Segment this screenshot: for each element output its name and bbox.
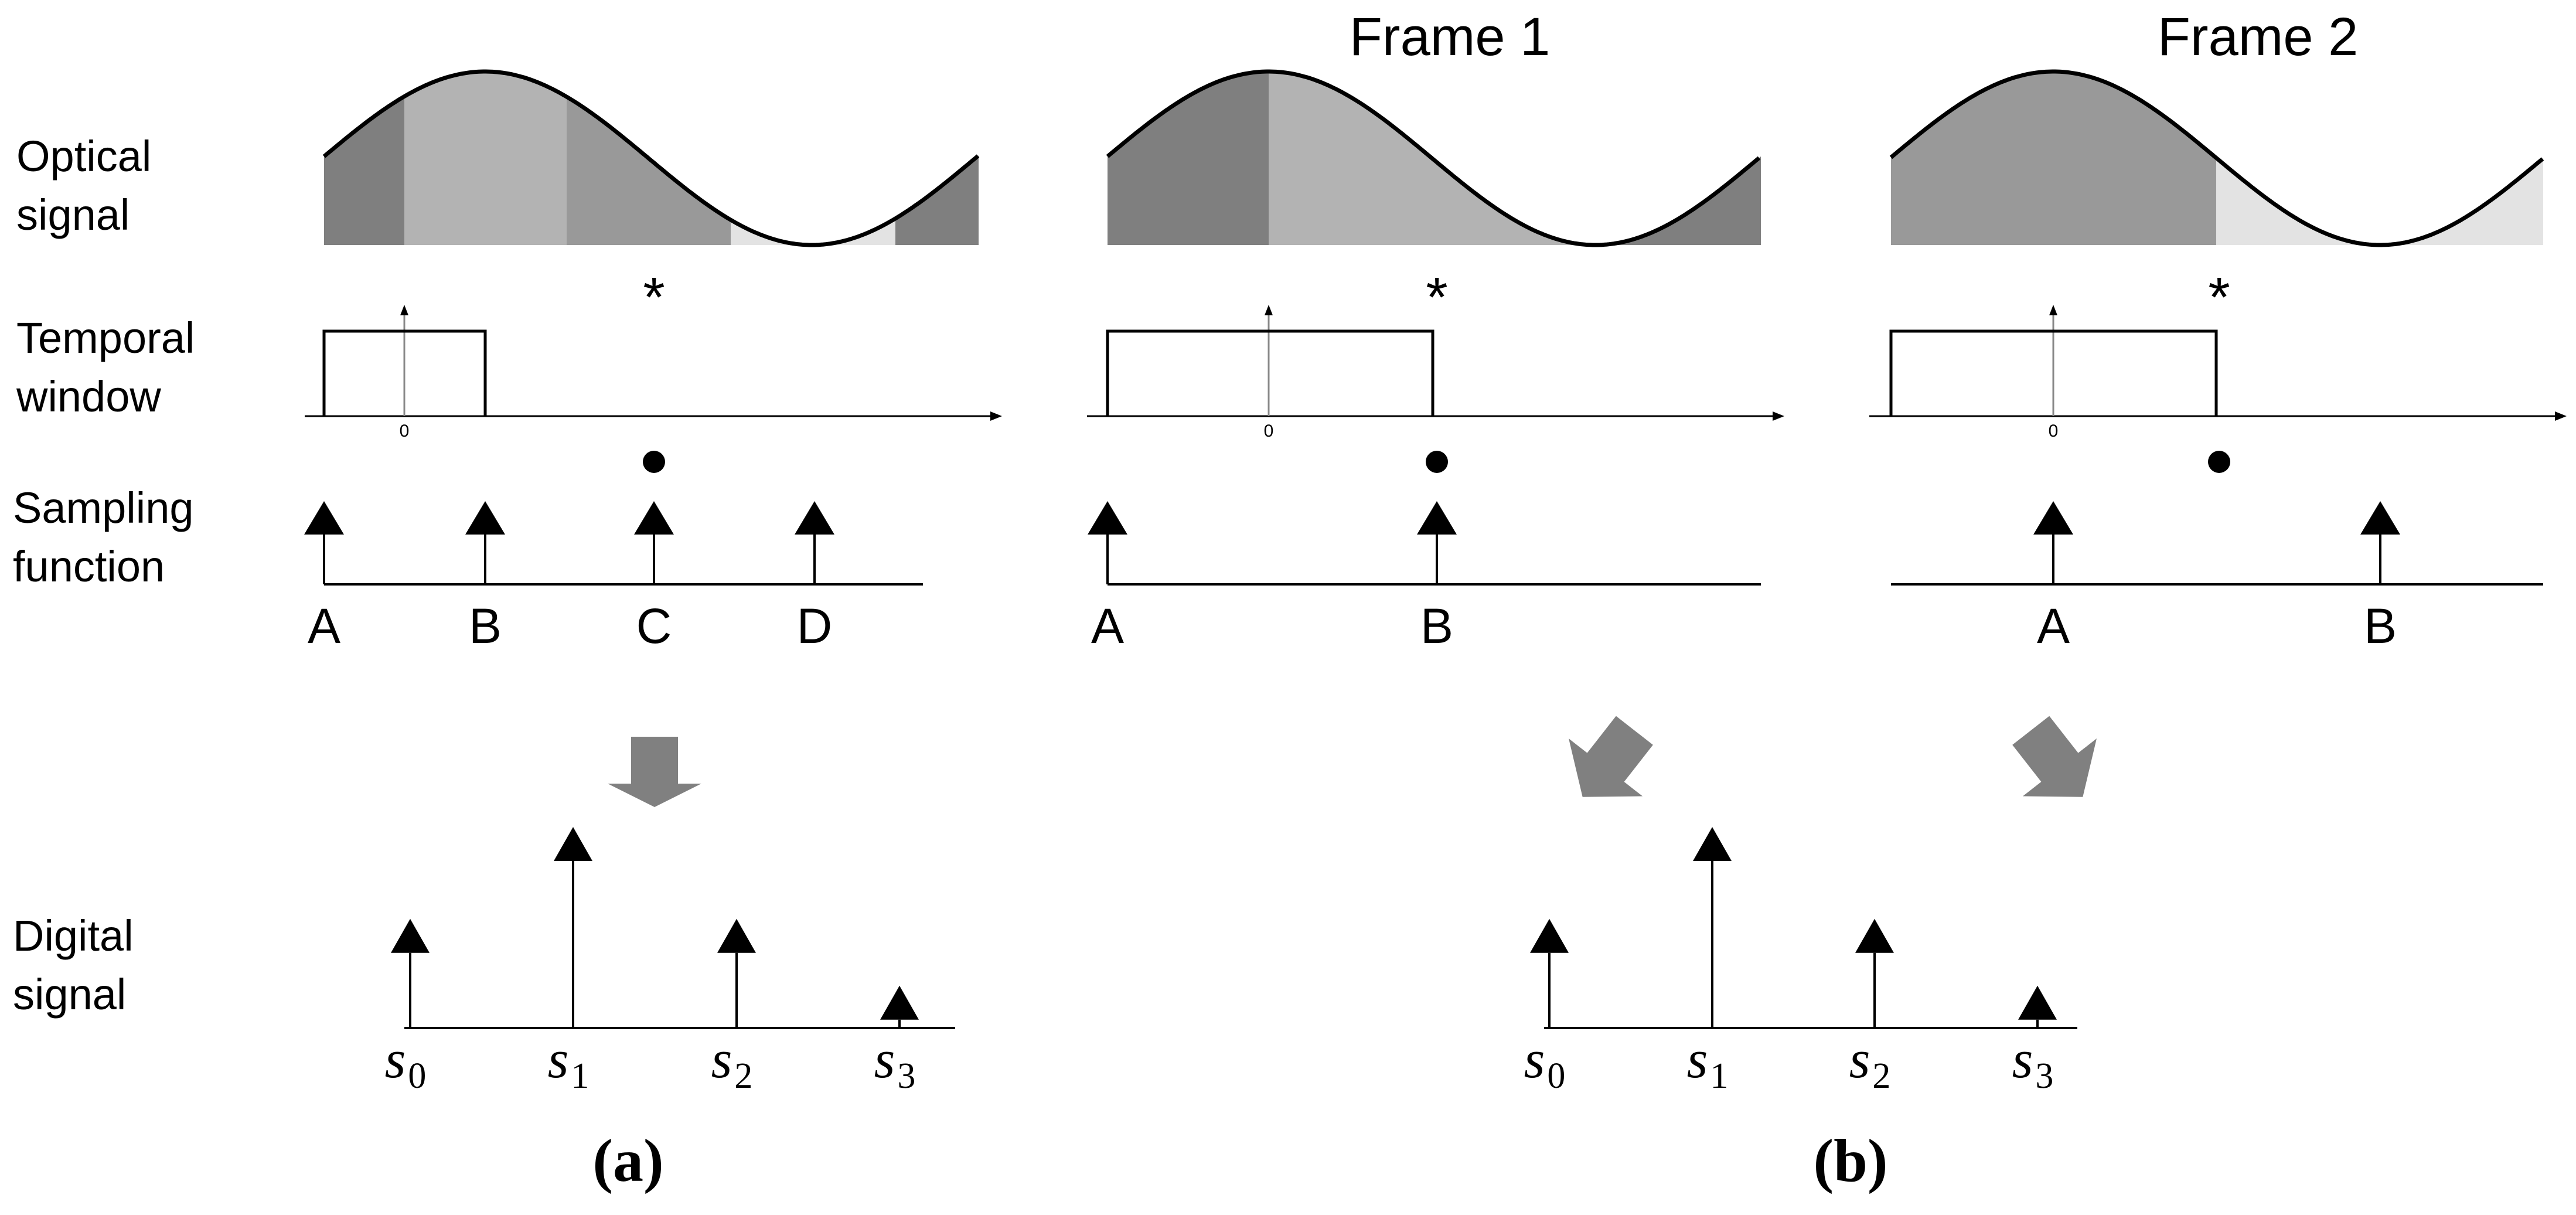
window-pulse [1106,329,1434,416]
sample-arrowhead [1088,501,1127,535]
signal-bin [895,155,979,245]
frame-2-title: Frame 2 [2158,7,2359,67]
optical-signal-frame-1 [1106,69,1761,247]
sample-arrowhead [2360,501,2400,535]
digital-signal-a: s0 s1 s2 s3 [385,827,955,1096]
window-origin-label: 0 [1264,421,1274,441]
signal-bin [567,97,731,245]
window-y-arrow [1265,305,1273,315]
window-origin-label: 0 [400,421,410,441]
window-origin-label: 0 [2049,421,2059,441]
label-sampling-1: Sampling [13,484,194,532]
label-digital-2: signal [13,970,126,1019]
digital-sample-label: s1 [1687,1029,1729,1096]
sample-arrowhead [634,501,674,535]
sample-arrowhead [465,501,505,535]
convolution-symbol-frame-2: * [2208,266,2230,329]
multiply-dot-frame-1 [1426,451,1448,473]
signal-curve [1106,69,1761,247]
sample-label: A [308,598,340,654]
row-labels: Optical signal Temporal window Sampling … [13,132,195,1019]
digital-arrowhead [2018,985,2057,1020]
temporal-window-a: 0 [305,305,1002,441]
sample-arrowhead [2033,501,2073,535]
signal-bin [1108,72,1269,245]
digital-sample-label: s3 [2012,1029,2054,1096]
window-y-arrow [400,305,408,315]
digital-arrowhead [554,827,592,861]
temporal-window-frame-2: 0 [1869,305,2567,441]
sample-label: C [636,598,672,654]
frame-1-title: Frame 1 [1350,7,1551,67]
sampling-function-a: A B C D [304,501,923,654]
down-arrow-a [608,737,701,807]
signal-bin [1269,72,1599,245]
digital-sample-label: s0 [1524,1029,1566,1096]
digital-sample-label: s0 [385,1029,427,1096]
multiply-dot-frame-2 [2208,451,2230,473]
window-pulse [1889,329,2218,416]
sample-arrowhead [1417,501,1457,535]
sample-label: B [2364,598,2397,654]
sample-arrowhead [304,501,344,535]
signal-bin [2216,158,2543,245]
optical-signal-frame-2 [1889,69,2544,247]
window-x-arrow [2555,411,2567,421]
signal-bin [404,72,567,245]
label-optical-1: Optical [16,132,151,181]
down-arrow-frame-1 [1569,716,1653,797]
digital-sample-label: s2 [711,1029,753,1096]
digital-sample-label: s1 [548,1029,590,1096]
label-temporal-1: Temporal [16,314,195,362]
signal-bin [324,96,404,245]
signal-curve [322,69,980,247]
digital-arrowhead [1530,918,1569,953]
digital-arrowhead [1855,918,1894,953]
panel-label-b: (b) [1813,1127,1887,1194]
sample-label: B [1420,598,1453,654]
label-temporal-2: window [16,372,161,421]
sample-arrowhead [795,501,834,535]
window-x-arrow [990,411,1002,421]
convolution-symbol-a: * [643,266,665,329]
sample-label: A [2037,598,2070,654]
sample-label: D [797,598,833,654]
label-digital-1: Digital [13,911,134,960]
signal-bin [1599,156,1761,245]
digital-arrowhead [880,985,919,1020]
optical-signal-a [322,69,980,247]
temporal-window-frame-1: 0 [1087,305,1784,441]
panel-label-a: (a) [592,1127,663,1194]
digital-sample-label: s3 [874,1029,916,1096]
signal-bin [1891,72,2216,245]
digital-arrowhead [1693,827,1732,861]
digital-arrowhead [391,918,430,953]
label-sampling-2: function [13,542,165,591]
sample-label: B [469,598,502,654]
window-x-arrow [1773,411,1784,421]
window-pulse [322,329,487,416]
label-optical-2: signal [16,190,130,239]
digital-arrowhead [717,918,756,953]
signal-curve [1889,69,2544,247]
sample-label: A [1091,598,1124,654]
digital-signal-b: s0 s1 s2 s3 [1524,827,2077,1096]
down-arrow-frame-2 [2012,716,2097,797]
digital-sample-label: s2 [1849,1029,1891,1096]
window-y-arrow [2049,305,2057,315]
convolution-symbol-frame-1: * [1426,266,1447,329]
multiply-dot-a [643,451,665,473]
